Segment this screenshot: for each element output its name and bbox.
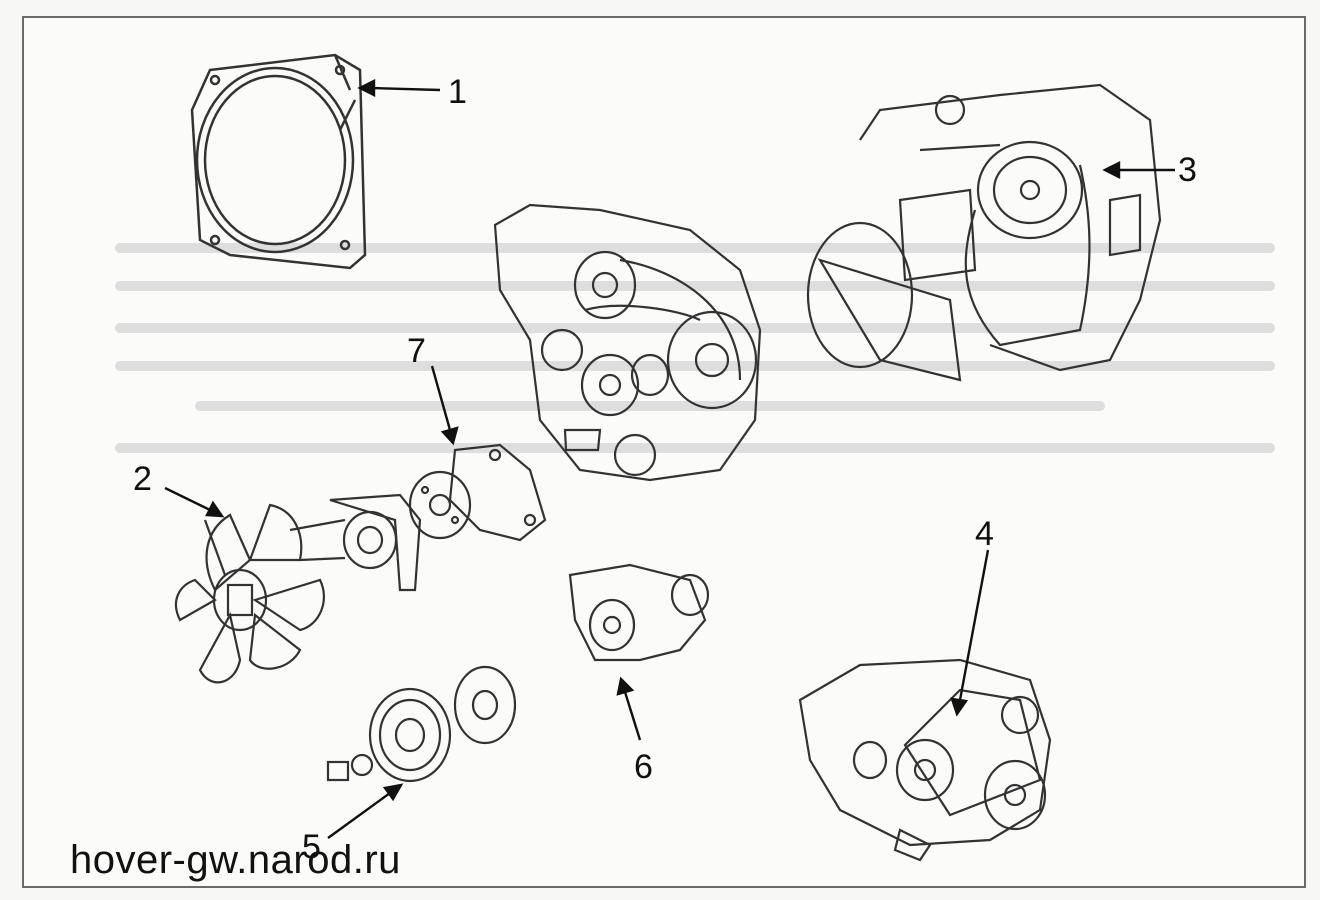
arrow-7	[430, 365, 452, 431]
cooling-fan	[174, 503, 325, 684]
arrow-4	[958, 549, 990, 701]
fan-shroud	[190, 53, 367, 270]
timing-cover-idler	[568, 563, 710, 662]
callout-arrows	[164, 79, 1175, 839]
fan-pulley-belt	[289, 493, 422, 592]
water-pump	[408, 443, 547, 542]
bleed-through-lines	[115, 243, 1275, 453]
callout-2: 2	[133, 460, 152, 498]
callout-4: 4	[975, 515, 994, 553]
crankshaft-pulley	[326, 665, 517, 783]
belt-drive-assembly	[806, 83, 1162, 382]
arrow-1	[371, 86, 441, 92]
arrow-5	[327, 792, 391, 839]
callout-5: 5	[302, 828, 321, 866]
callout-1: 1	[448, 73, 467, 111]
arrow-2	[164, 486, 211, 512]
callout-6: 6	[634, 748, 653, 786]
arrow-6	[623, 691, 642, 741]
watermark-url: hover-gw.narod.ru	[70, 838, 401, 882]
engine-lower-belt-assembly	[798, 658, 1052, 862]
callout-7: 7	[407, 332, 426, 370]
callout-3: 3	[1178, 151, 1197, 189]
callout-labels: 1 2 3 4 5 6 7	[133, 73, 1197, 866]
engine-front-assembly	[493, 203, 762, 482]
